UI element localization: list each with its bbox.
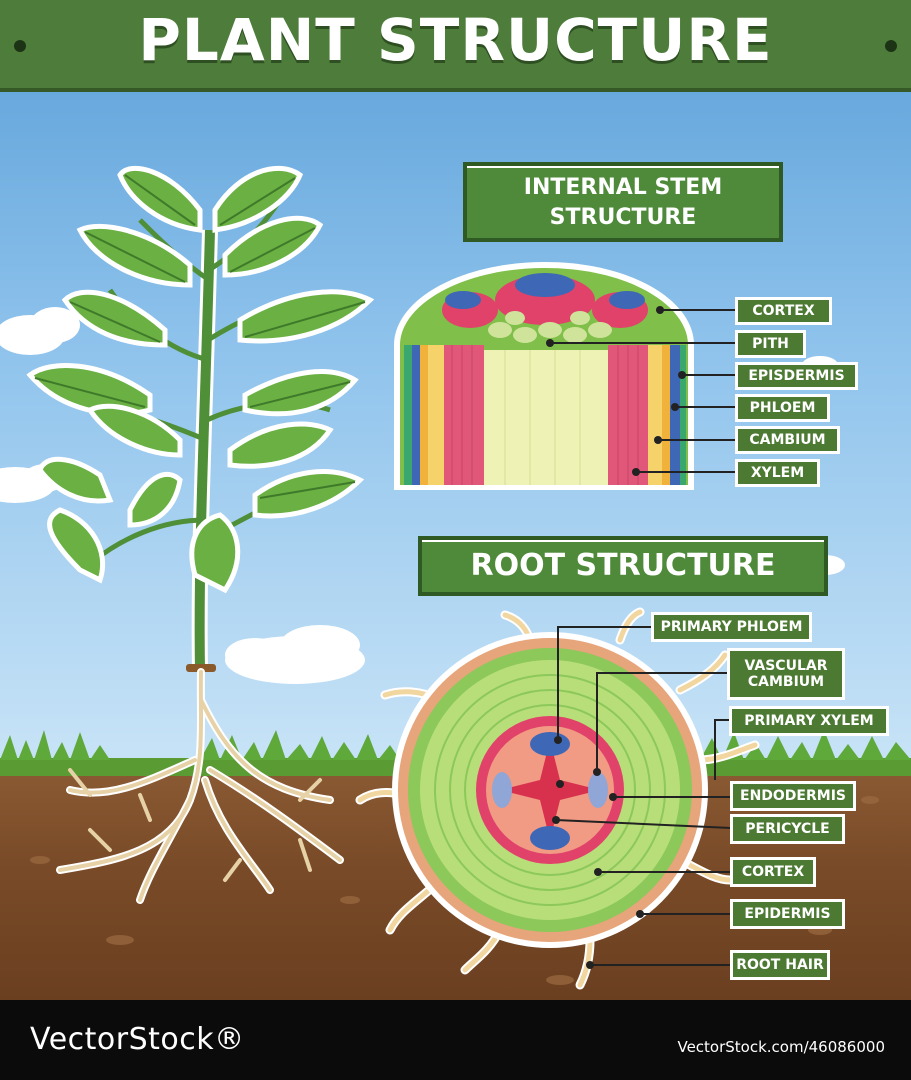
stem-label-pith: PITH [735,330,806,358]
stem-title-line2: STRUCTURE [549,205,697,230]
root-label-vascular-cambium: VASCULAR CAMBIUM [727,648,845,700]
root-label-endodermis: ENDODERMIS [730,781,856,811]
bolt-icon [885,40,897,52]
watermark-url: VectorStock.com/46086000 [677,1038,885,1056]
title-banner: PLANT STRUCTURE [0,0,911,92]
root-label-pericycle: PERICYCLE [730,814,845,844]
root-label-root-hair: ROOT HAIR [730,950,830,980]
stem-label-cambium: CAMBIUM [735,426,840,454]
root-label-primary-xylem: PRIMARY XYLEM [729,706,889,736]
stem-cross-section [394,262,737,490]
stem-label-epidermis: EPISDERMIS [735,362,858,390]
plant-illustration [26,165,375,904]
root-cross-section [355,607,760,990]
watermark-brand: VectorStock® [30,1022,245,1057]
stem-section-title: INTERNAL STEM STRUCTURE [463,162,783,242]
stem-title-line1: INTERNAL STEM [523,175,723,200]
stem-label-cortex: CORTEX [735,297,832,325]
diagram-artwork [0,165,911,990]
page-title: PLANT STRUCTURE [138,6,773,74]
stem-label-phloem: PHLOEM [735,394,830,422]
root-section-title: ROOT STRUCTURE [418,536,828,596]
root-label-epidermis: EPIDERMIS [730,899,845,929]
bolt-icon [14,40,26,52]
root-label-primary-phloem: PRIMARY PHLOEM [651,612,812,642]
stem-label-xylem: XYLEM [735,459,820,487]
root-label-cortex: CORTEX [730,857,816,887]
watermark-bar: VectorStock® VectorStock.com/46086000 [0,1000,911,1080]
